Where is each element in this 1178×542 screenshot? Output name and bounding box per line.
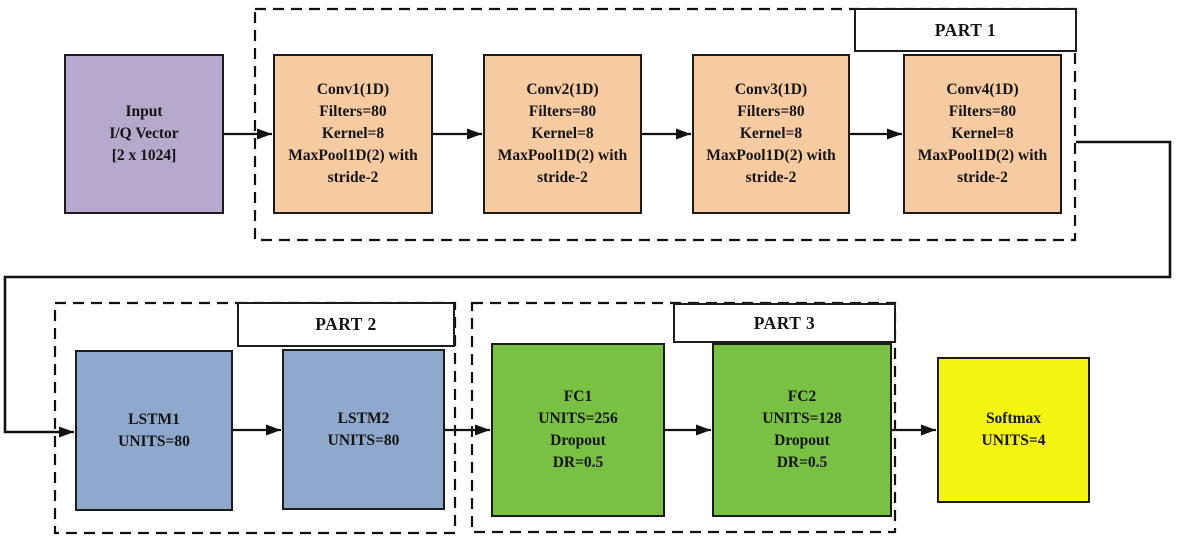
input-block: Input I/Q Vector [2 x 1024] xyxy=(64,54,224,214)
lstm2-block: LSTM2 UNITS=80 xyxy=(282,349,445,510)
part2-label: PART 2 xyxy=(237,302,455,347)
part1-label: PART 1 xyxy=(854,8,1077,52)
part3-label: PART 3 xyxy=(673,303,896,343)
conv4-block: Conv4(1D) Filters=80 Kernel=8 MaxPool1D(… xyxy=(903,54,1062,214)
fc2-block: FC2 UNITS=128 Dropout DR=0.5 xyxy=(712,343,892,517)
lstm1-block: LSTM1 UNITS=80 xyxy=(75,350,233,511)
conv1-block: Conv1(1D) Filters=80 Kernel=8 MaxPool1D(… xyxy=(273,54,433,214)
conv2-block: Conv2(1D) Filters=80 Kernel=8 MaxPool1D(… xyxy=(483,54,642,214)
part1-group-boundary xyxy=(253,7,1077,242)
part3-group-boundary xyxy=(470,301,897,534)
softmax-output-block: Softmax UNITS=4 xyxy=(937,357,1090,503)
arrow-part1-to-lstm1-wrap xyxy=(3,140,1172,438)
conv3-block: Conv3(1D) Filters=80 Kernel=8 MaxPool1D(… xyxy=(692,54,850,214)
fc1-block: FC1 UNITS=256 Dropout DR=0.5 xyxy=(491,343,665,517)
